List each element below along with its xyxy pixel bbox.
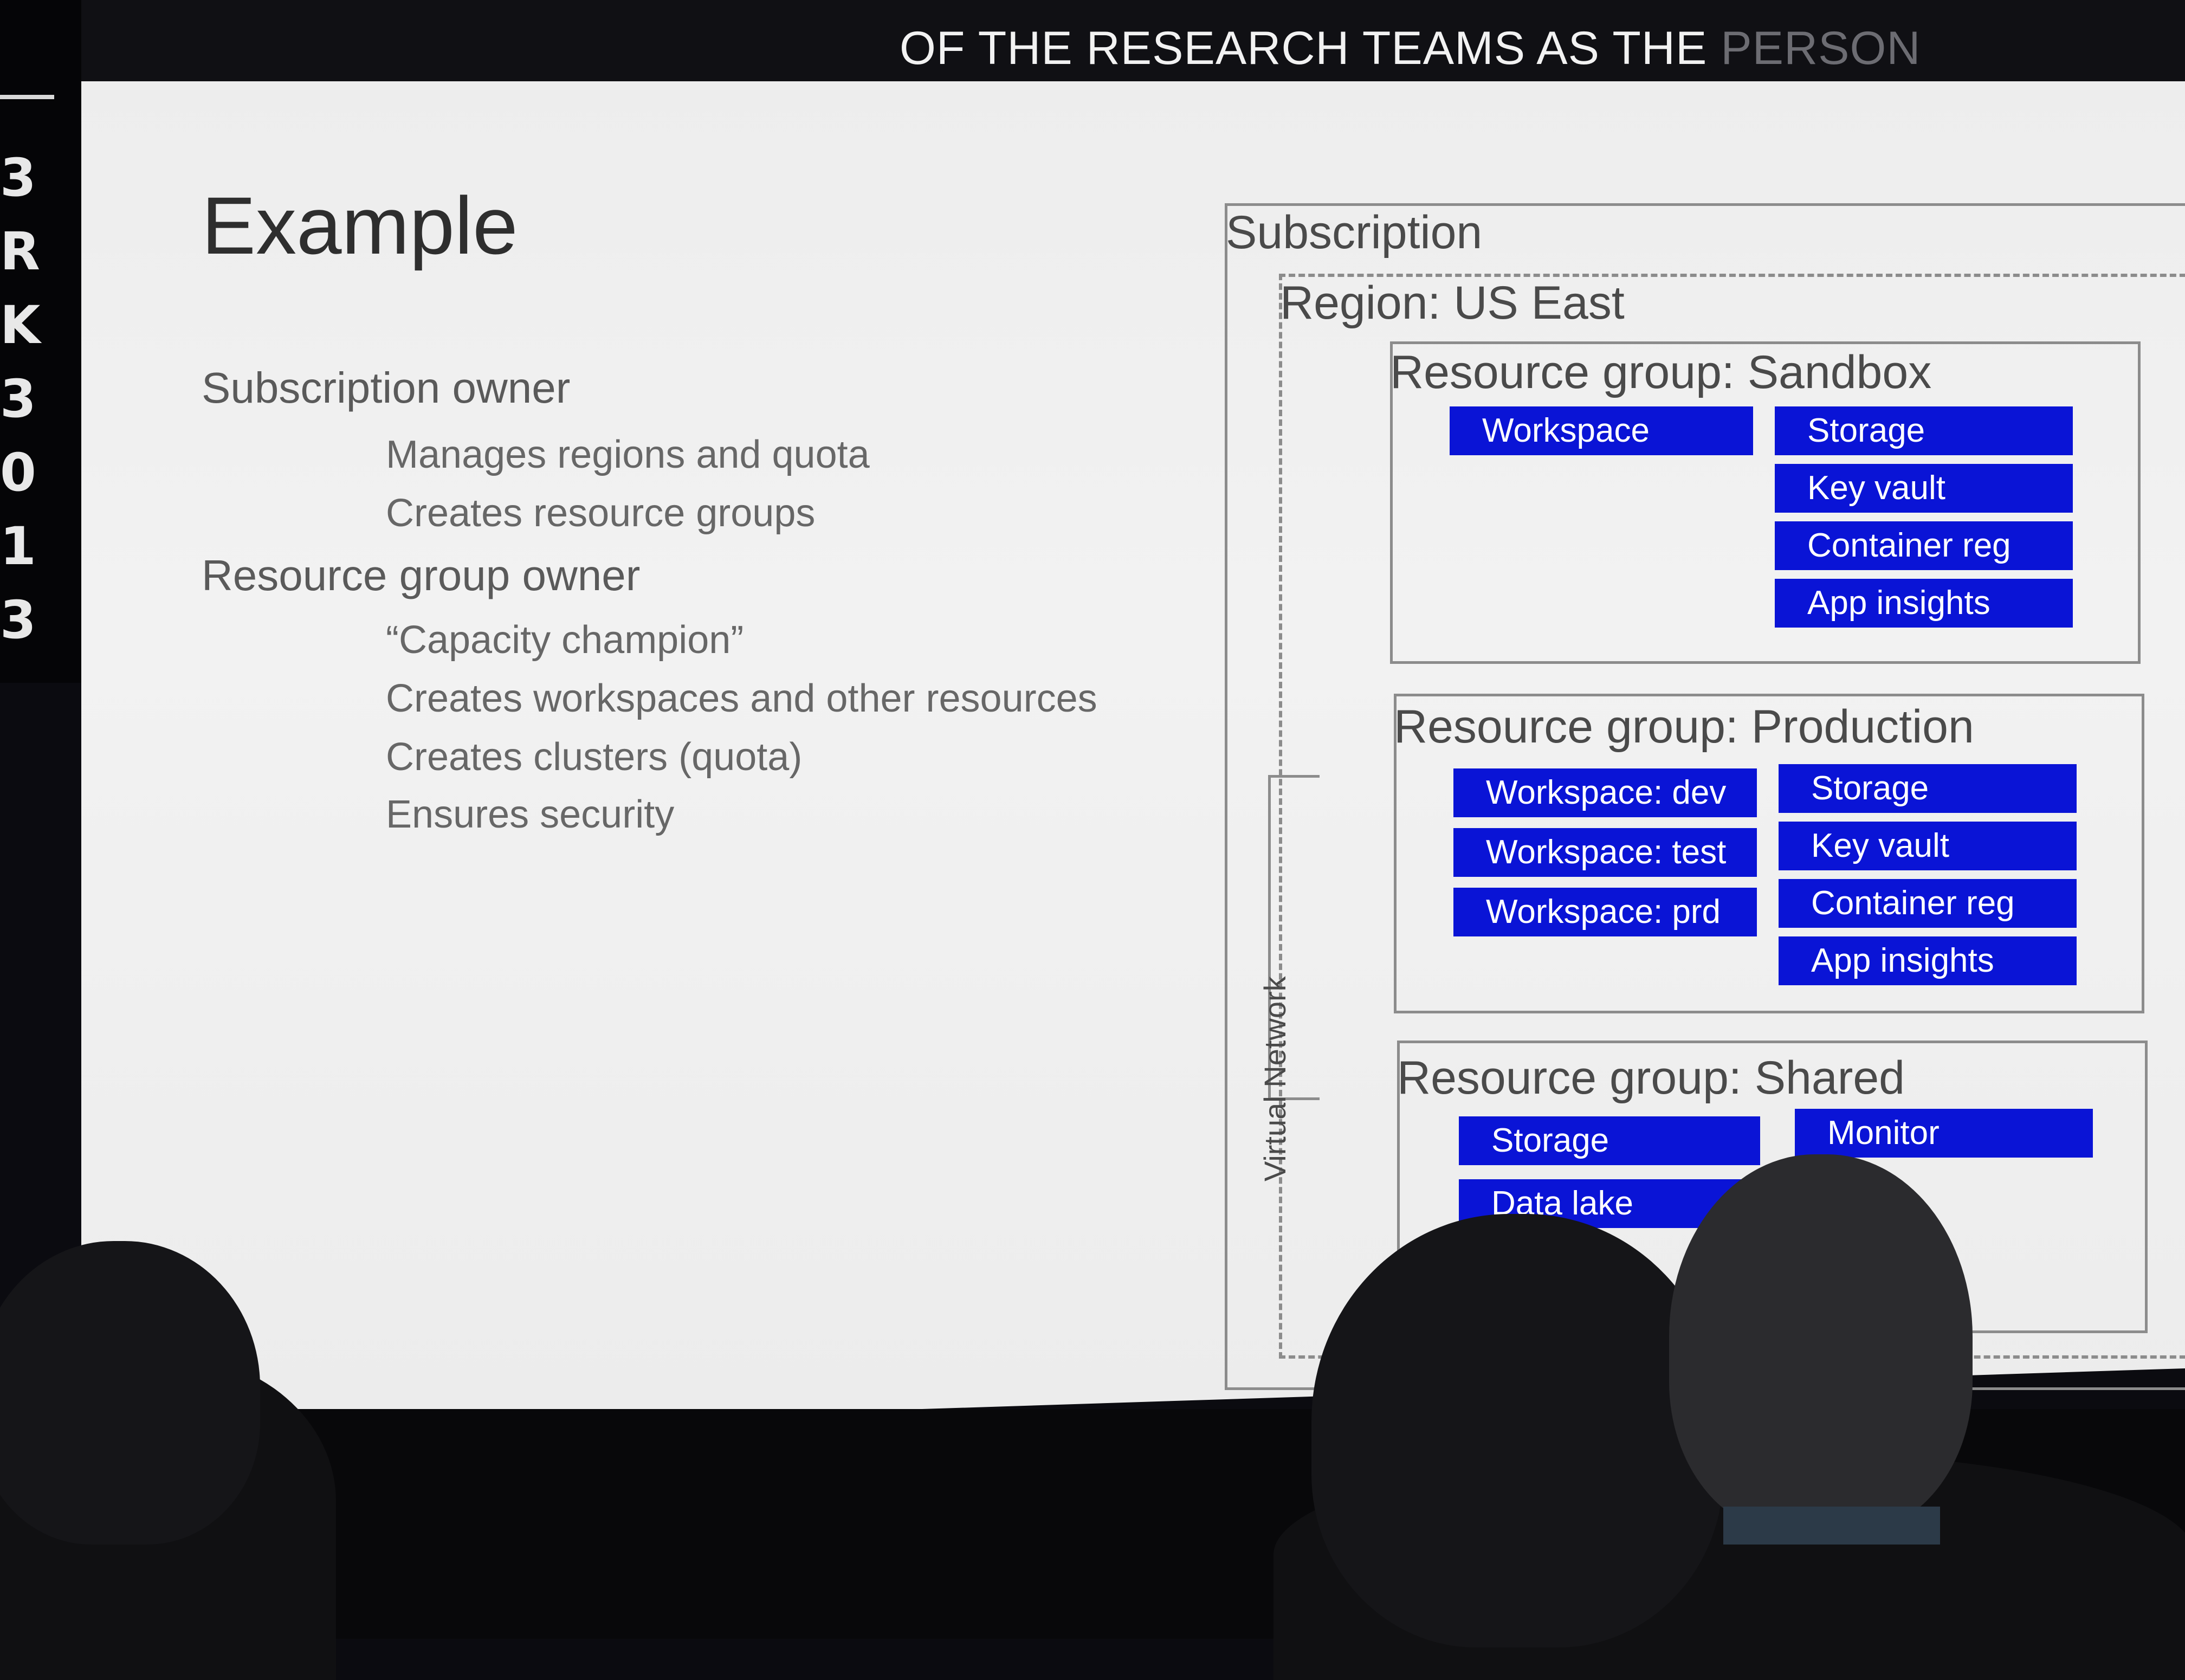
- side-letter: K: [0, 295, 41, 356]
- tile-container-reg: Container reg: [1775, 521, 2073, 570]
- tile-container-reg: Container reg: [1779, 879, 2077, 928]
- resource-group-label: Resource group: Shared: [1397, 1052, 1905, 1104]
- region-label: Region: US East: [1280, 277, 1625, 329]
- caption-bar: OF THE RESEARCH TEAMS AS THE PERSON: [81, 0, 2185, 81]
- virtual-network-label: Virtual Network: [1258, 976, 1292, 1181]
- role-duty: “Capacity champion”: [386, 618, 744, 662]
- tile-workspace-prd: Workspace: prd: [1453, 888, 1757, 936]
- role-duty: Creates workspaces and other resources: [386, 677, 1097, 720]
- virtual-network-bracket: [1268, 775, 1320, 1100]
- side-letter: 0: [0, 442, 36, 503]
- tile-storage: Storage: [1775, 406, 2073, 455]
- lanyard: [1723, 1507, 1940, 1545]
- tile-storage: Storage: [1779, 764, 2077, 813]
- caption-visible: OF THE RESEARCH TEAMS AS THE: [900, 22, 1708, 74]
- tile-workspace-dev: Workspace: dev: [1453, 768, 1757, 817]
- role-subscription-owner: Subscription owner: [202, 364, 571, 412]
- role-duty: Manages regions and quota: [386, 433, 870, 476]
- tile-app-insights: App insights: [1779, 936, 2077, 985]
- resource-group-label: Resource group: Production: [1394, 701, 1974, 753]
- tile-app-insights: App insights: [1775, 579, 2073, 628]
- resource-group-label: Resource group: Sandbox: [1390, 346, 1932, 398]
- side-letter: 3: [0, 590, 36, 650]
- tile-monitor: Monitor: [1795, 1109, 2093, 1158]
- role-duty: Creates clusters (quota): [386, 735, 803, 779]
- tile-key-vault: Key vault: [1775, 464, 2073, 513]
- side-letter: 3: [0, 369, 36, 429]
- tile-workspace-test: Workspace: test: [1453, 828, 1757, 877]
- side-letter: 3: [0, 147, 36, 208]
- audience-head-center: [1311, 1214, 1723, 1647]
- side-letter: R: [0, 221, 40, 282]
- role-duty: Ensures security: [386, 793, 675, 836]
- resource-group-production: [1394, 694, 2144, 1013]
- caption-faded: PERSON: [1721, 22, 1921, 74]
- side-strip: 3 R K 3 0 1 3: [0, 0, 81, 683]
- tile-storage: Storage: [1459, 1116, 1760, 1165]
- tile-key-vault: Key vault: [1779, 822, 2077, 870]
- tile-workspace: Workspace: [1450, 406, 1753, 455]
- role-duty: Creates resource groups: [386, 492, 816, 535]
- audience-head-left: [0, 1241, 260, 1545]
- side-letters: 3 R K 3 0 1 3: [0, 141, 41, 657]
- role-resource-group-owner: Resource group owner: [202, 551, 641, 599]
- side-divider: [0, 95, 54, 99]
- resource-group-sandbox: [1390, 341, 2141, 664]
- side-letter: 1: [0, 516, 36, 577]
- subscription-label: Subscription: [1226, 206, 1483, 259]
- caption-text: OF THE RESEARCH TEAMS AS THE PERSON: [900, 22, 1921, 75]
- audience-head-right: [1669, 1154, 1973, 1534]
- slide-title: Example: [202, 180, 518, 271]
- projected-slide: Example Subscription owner Manages regio…: [81, 81, 2185, 1436]
